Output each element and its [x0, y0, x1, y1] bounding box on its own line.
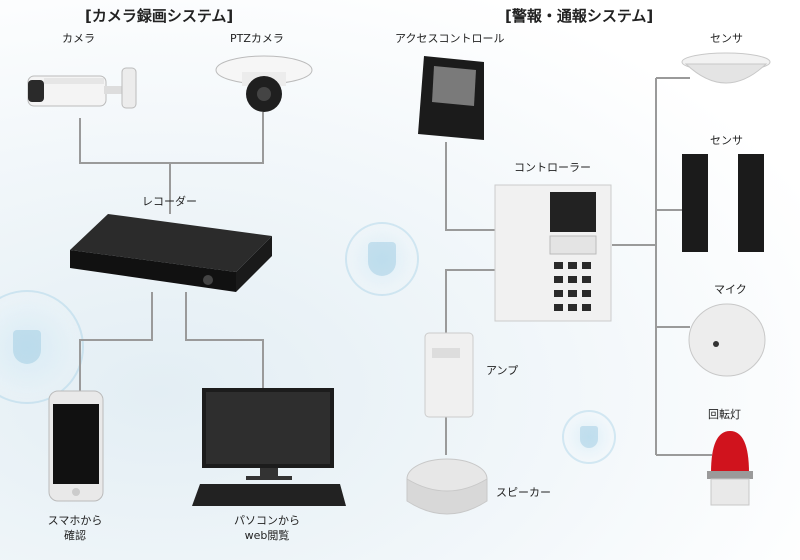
camera-label: カメラ — [62, 32, 95, 45]
sensor-2-label: センサ — [710, 134, 743, 147]
controller-label: コントローラー — [514, 161, 591, 174]
mic-icon — [688, 303, 766, 377]
rotating-light-label: 回転灯 — [708, 408, 741, 421]
shield-decoration-icon — [562, 410, 616, 464]
ptz-camera-label: PTZカメラ — [230, 32, 284, 45]
right-section-title: [警報・通報システム] — [505, 7, 654, 25]
speaker-icon — [406, 458, 488, 515]
smartphone-icon — [48, 390, 104, 502]
beam-sensor-icon — [682, 154, 764, 252]
controller-icon — [494, 184, 612, 322]
pc-monitor-icon — [192, 388, 346, 506]
amp-label: アンプ — [486, 364, 519, 377]
shield-decoration-icon — [345, 222, 419, 296]
amp-icon — [424, 332, 474, 418]
recorder-label: レコーダー — [142, 195, 197, 208]
recorder-icon — [70, 214, 272, 292]
mic-label: マイク — [714, 283, 747, 296]
access-control-icon — [418, 56, 484, 140]
pc-label: パソコンから web閲覧 — [234, 514, 300, 542]
sensor-1-label: センサ — [710, 32, 743, 45]
access-control-label: アクセスコントロール — [395, 32, 505, 45]
dome-sensor-icon — [681, 52, 771, 84]
bullet-camera-icon — [27, 67, 137, 109]
speaker-label: スピーカー — [496, 486, 551, 499]
left-section-title: [カメラ録画システム] — [85, 7, 234, 25]
rotating-light-icon — [707, 431, 753, 506]
ptz-camera-icon — [215, 55, 313, 112]
smartphone-label: スマホから 確認 — [47, 514, 103, 542]
